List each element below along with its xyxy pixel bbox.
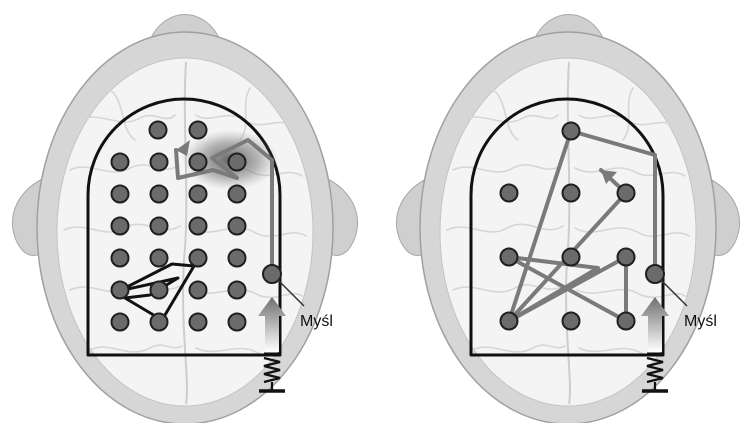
left-peg [150,122,167,139]
left-thought-label: Myśl [300,313,333,330]
left-peg [190,218,207,235]
left-peg [229,250,246,267]
left-peg [190,314,207,331]
left-peg [112,250,129,267]
left-peg [229,154,246,171]
right-peg [563,123,580,140]
left-peg [190,186,207,203]
right-peg [563,249,580,266]
right-thought-label: Myśl [684,313,717,330]
right-head: Myśl [396,15,739,424]
left-head: Myśl [12,15,357,424]
right-peg [563,185,580,202]
right-peg [501,249,518,266]
left-peg [151,154,168,171]
left-peg [151,250,168,267]
left-peg [151,282,168,299]
left-peg [229,314,246,331]
left-peg [112,218,129,235]
left-peg [229,282,246,299]
right-peg [501,313,518,330]
right-peg [618,313,635,330]
left-peg [112,186,129,203]
left-peg [112,314,129,331]
left-peg [190,154,207,171]
left-peg [151,218,168,235]
left-peg [112,154,129,171]
left-peg [151,314,168,331]
left-peg [229,218,246,235]
left-peg [190,250,207,267]
left-peg [190,122,207,139]
left-peg [112,282,129,299]
right-peg [563,313,580,330]
right-peg [618,249,635,266]
right-peg [501,185,518,202]
left-peg [229,186,246,203]
right-peg [618,185,635,202]
left-peg [151,186,168,203]
left-peg [190,282,207,299]
